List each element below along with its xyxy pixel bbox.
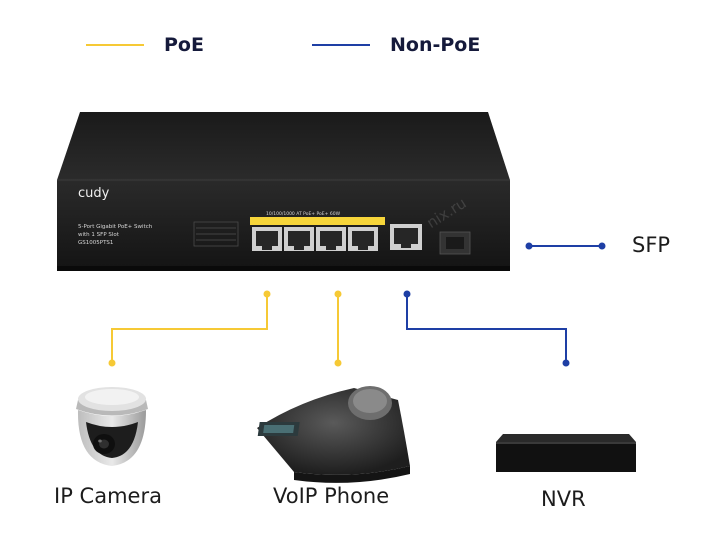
poe-ethernet-port-2 (284, 227, 314, 251)
nvr-icon (496, 434, 636, 472)
voip-phone-icon (257, 386, 410, 483)
switch-description-line1: 5-Port Gigabit PoE+ Switch (78, 224, 153, 230)
ip-camera-link-end-dot (108, 359, 116, 367)
poe-ethernet-port-1 (252, 227, 282, 251)
nvr-link-start-dot (403, 290, 411, 298)
voip-phone-link-end-dot (334, 359, 342, 367)
poe-ethernet-port-3 (316, 227, 346, 251)
switch-brand-logo: cudy (78, 186, 110, 201)
sfp-link-end-dot (598, 242, 606, 250)
voip-phone-link-start-dot (334, 290, 342, 298)
legend-non-poe-line (312, 44, 370, 46)
nvr-label: NVR (541, 487, 586, 511)
status-led-panel (193, 221, 239, 247)
ip-camera-link-start-dot (263, 290, 271, 298)
nvr-link-end-dot (562, 359, 570, 367)
legend-non-poe-label: Non-PoE (390, 34, 481, 56)
poe-ethernet-port-4 (348, 227, 378, 251)
poe-port-group: 10/100/1000 AT PoE+ PoE+ 60W (250, 211, 385, 251)
legend-poe: PoE (86, 30, 204, 60)
ip-camera-poe-link (111, 294, 268, 363)
switch-description-line2: with 1 SFP Slot (78, 232, 120, 238)
switch-model: GS1005PTS1 (78, 240, 113, 246)
sfp-link-start-dot (525, 242, 533, 250)
nvr-non-poe-link (406, 294, 567, 363)
legend-poe-line (86, 44, 144, 46)
ip-camera-label: IP Camera (54, 484, 162, 508)
legend-non-poe: Non-PoE (312, 30, 480, 60)
sfp-slot (439, 231, 471, 255)
poe-port-strip (250, 217, 385, 225)
sfp-label: SFP (632, 233, 671, 257)
voip-phone-label: VoIP Phone (273, 484, 390, 508)
uplink-ethernet-port (390, 224, 422, 250)
poe-strip-label: 10/100/1000 AT PoE+ PoE+ 60W (266, 211, 341, 217)
ip-camera-icon (76, 387, 148, 466)
legend-poe-label: PoE (164, 34, 204, 56)
poe-switch: cudy 5-Port Gigabit PoE+ Switch with 1 S… (57, 112, 510, 271)
switch-top-face (57, 112, 510, 180)
